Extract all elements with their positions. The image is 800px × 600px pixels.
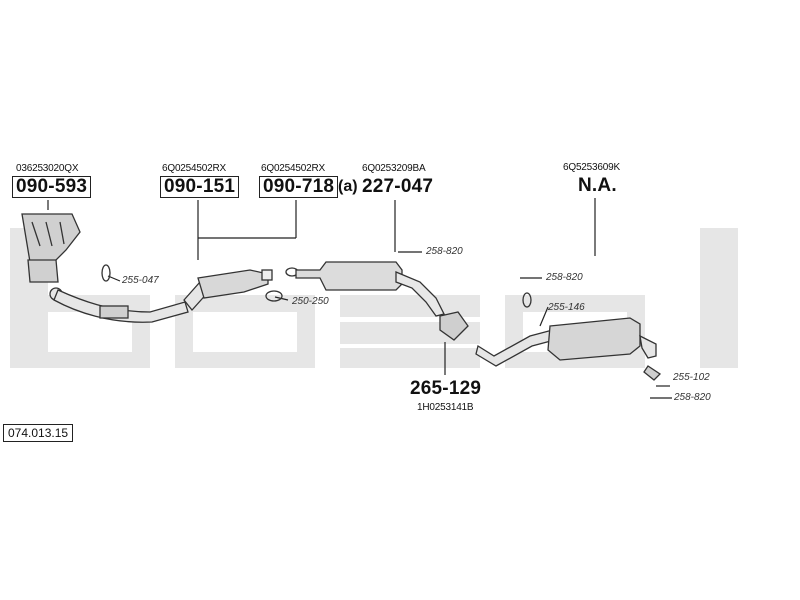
accessory-ref[interactable]: 255-102 <box>673 372 710 383</box>
rear-silencer <box>475 317 662 381</box>
oem-number: 036253020QX <box>16 163 79 174</box>
leader-lines <box>47 198 672 399</box>
oem-number: 6Q5253609K <box>563 162 620 173</box>
catalytic-converter <box>197 269 273 299</box>
accessory-ref[interactable]: 258-820 <box>426 246 463 257</box>
accessory-ref[interactable]: 250-250 <box>292 296 329 307</box>
gaskets <box>101 264 532 308</box>
part-number[interactable]: 090-593 <box>12 176 92 198</box>
oem-number: 6Q0254502RX <box>261 163 325 174</box>
accessory-ref[interactable]: 258-820 <box>546 272 583 283</box>
part-number[interactable]: 090-718 <box>259 176 339 198</box>
part-number[interactable]: 227-047 <box>362 176 434 197</box>
part-suffix: (a) <box>338 178 358 195</box>
oem-number: 6Q0254502RX <box>162 163 226 174</box>
accessory-ref[interactable]: 258-820 <box>674 392 711 403</box>
part-number[interactable]: 090-151 <box>160 176 240 198</box>
part-number[interactable]: 265-129 <box>410 378 482 399</box>
diagram-id: 074.013.15 <box>3 424 74 442</box>
oem-number: 1H0253141B <box>417 402 474 413</box>
accessory-ref[interactable]: 255-047 <box>122 275 159 286</box>
oem-number: 6Q0253209BA <box>362 163 426 174</box>
accessory-ref[interactable]: 255-146 <box>548 302 585 313</box>
part-number: N.A. <box>578 175 617 196</box>
centre-silencer <box>295 261 469 341</box>
